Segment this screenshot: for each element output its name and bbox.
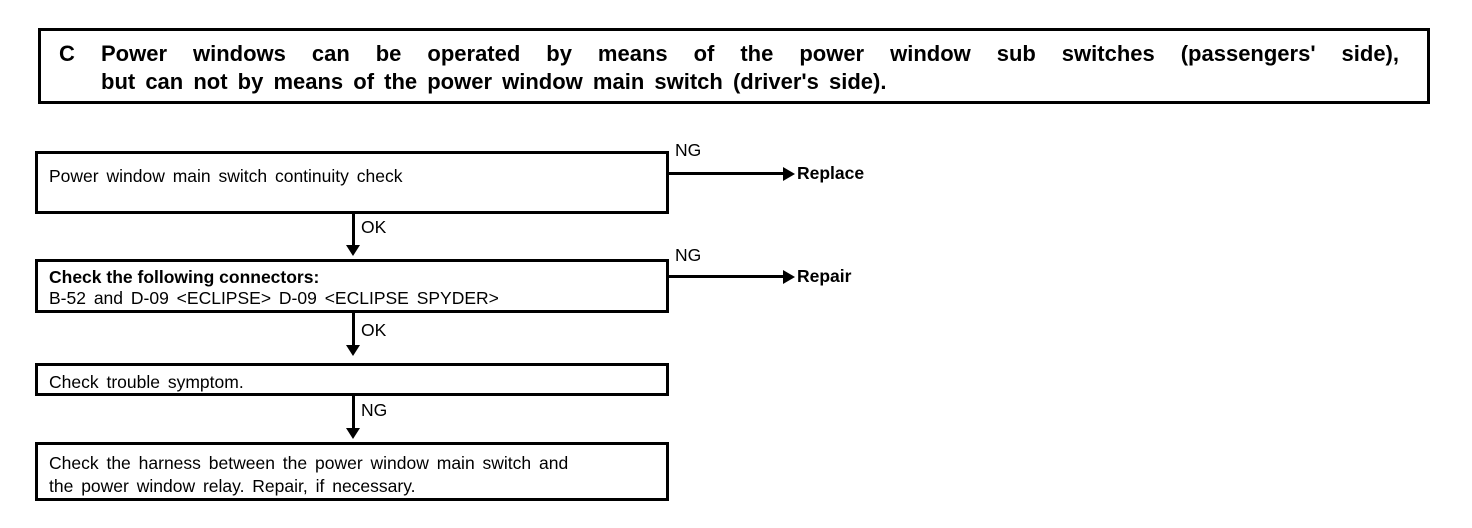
flow-step-box-1: Power window main switch continuity chec…: [35, 151, 669, 214]
connector-2-line: [352, 313, 355, 348]
connector-3-line: [352, 396, 355, 431]
symptom-callout-content: C Power windows can be operated by means…: [59, 40, 1417, 96]
flow-step-2-text-line-1: Check the following connectors:: [49, 267, 320, 287]
flow-step-box-3: Check trouble symptom.: [35, 363, 669, 396]
branch-2-vertical-line: [666, 259, 669, 277]
branch-2-label: NG: [675, 245, 702, 265]
connector-3-label: NG: [361, 400, 388, 420]
symptom-callout-box: C Power windows can be operated by means…: [38, 28, 1430, 104]
connector-1-arrowhead-icon: [346, 245, 360, 256]
flow-step-2-text-line-2: B-52 and D-09 <ECLIPSE> D-09 <ECLIPSE SP…: [49, 288, 499, 308]
connector-1-line: [352, 214, 355, 248]
branch-1-label: NG: [675, 140, 702, 160]
flow-step-box-4: Check the harness between the power wind…: [35, 442, 669, 501]
branch-1-horizontal-line: [666, 172, 786, 175]
flow-step-box-2: Check the following connectors: B-52 and…: [35, 259, 669, 313]
symptom-description-line-1: Power windows can be operated by means o…: [101, 41, 1399, 66]
connector-1-label: OK: [361, 217, 387, 237]
flow-step-1-text: Power window main switch continuity chec…: [49, 166, 403, 186]
flow-step-3-text: Check trouble symptom.: [49, 372, 244, 392]
flow-step-4-text-line-1: Check the harness between the power wind…: [49, 453, 569, 473]
symptom-description-line-2: but can not by means of the power window…: [101, 69, 887, 94]
branch-1-action-replace: Replace: [797, 163, 865, 183]
connector-2-label: OK: [361, 320, 387, 340]
branch-2-horizontal-line: [666, 275, 786, 278]
branch-2-action-repair: Repair: [797, 266, 852, 286]
connector-2-arrowhead-icon: [346, 345, 360, 356]
branch-2-arrowhead-icon: [783, 270, 795, 284]
flow-step-4-text-line-2: the power window relay. Repair, if neces…: [49, 476, 416, 496]
branch-1-arrowhead-icon: [783, 167, 795, 181]
symptom-letter: C: [59, 41, 75, 66]
branch-1-vertical-line: [666, 151, 669, 174]
symptom-description: Power windows can be operated by means o…: [101, 40, 1401, 96]
connector-3-arrowhead-icon: [346, 428, 360, 439]
